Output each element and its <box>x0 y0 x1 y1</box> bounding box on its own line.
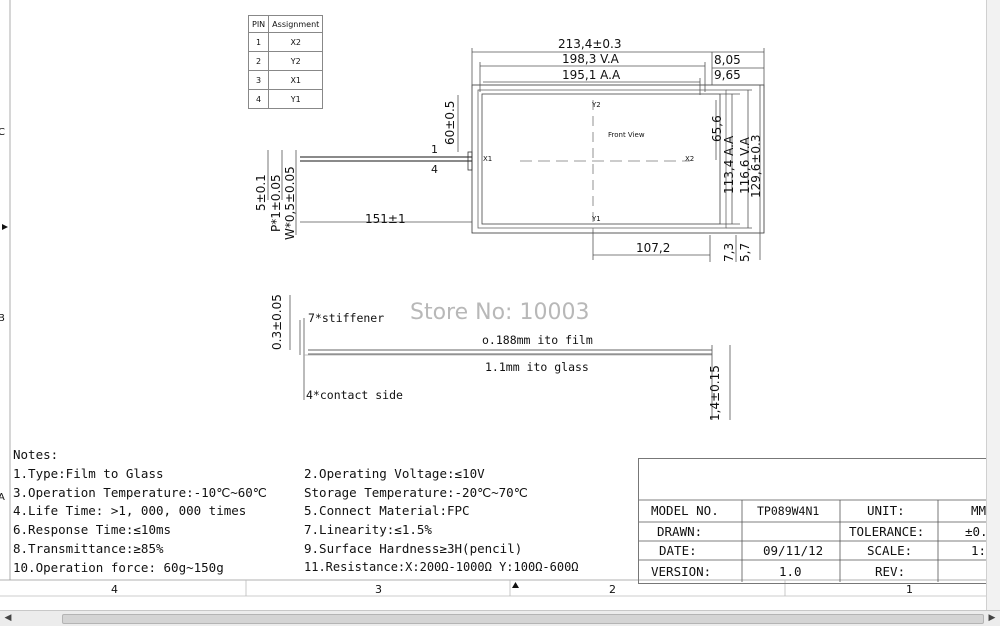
note-item: 5.Connect Material:FPC <box>304 503 470 518</box>
date-label: DATE: <box>659 543 697 558</box>
zone-label-bottom: 2 <box>609 583 616 596</box>
dim-fpc-height: 60±0.5 <box>443 100 457 145</box>
dim-fpc-width: 5±0.1 <box>254 174 268 211</box>
zone-label-bottom: 3 <box>375 583 382 596</box>
zone-label-left: C <box>0 127 5 138</box>
pin1-label: 1 <box>431 143 438 156</box>
horizontal-scrollbar[interactable]: ◀ ▶ <box>0 610 1000 626</box>
dim-pin-width: W*0,5±0.05 <box>283 166 297 240</box>
model-label: MODEL NO. <box>651 503 719 518</box>
pin-signal: Y2 <box>268 51 324 71</box>
title-row-date: DATE: 09/11/12 SCALE: 1: <box>639 542 989 560</box>
dim-overall-width: 213,4±0.3 <box>558 37 622 51</box>
zone-arrow-marker <box>512 582 519 588</box>
tolerance-value: ±0. <box>965 524 988 539</box>
film-label: o.188mm ito film <box>482 333 593 347</box>
dim-right-offset-2: 9,65 <box>714 68 741 82</box>
pin4-label: 4 <box>431 163 438 176</box>
contact-side-label: 4*contact side <box>306 388 403 402</box>
dim-bottom-offset-1: 7,3 <box>722 242 736 262</box>
version-value: 1.0 <box>779 564 802 579</box>
scale-value: 1: <box>971 543 987 558</box>
note-item: 7.Linearity:≤1.5% <box>304 522 432 537</box>
zone-label-bottom: 1 <box>906 583 913 596</box>
title-row-drawn: DRAWN: TOLERANCE: ±0. <box>639 523 989 541</box>
zone-label-left: A <box>0 492 5 503</box>
x1-label: X1 <box>483 155 493 163</box>
drawn-label: DRAWN: <box>657 524 703 539</box>
front-view-label: Front View <box>608 131 645 139</box>
pin-assignment-table: PIN Assignment 1 X2 2 Y2 3 X1 4 Y1 <box>247 15 324 109</box>
store-watermark: Store No: 10003 <box>410 300 590 325</box>
note-item: 1.Type:Film to Glass <box>13 466 164 481</box>
scroll-left-icon[interactable]: ◀ <box>4 613 12 623</box>
date-value: 09/11/12 <box>763 543 824 558</box>
note-item: 11.Resistance:X:200Ω-1000Ω Y:100Ω-600Ω <box>304 560 579 574</box>
note-item: 4.Life Time: >1, 000, 000 times <box>13 503 247 518</box>
notes-heading: Notes: <box>13 447 59 462</box>
title-row-model: MODEL NO. TP089W4N1 UNIT: MM <box>639 502 989 520</box>
rev-label: REV: <box>875 564 906 579</box>
note-item: 3.Operation Temperature:-10℃~60℃ <box>13 485 267 500</box>
pin-number: 4 <box>247 89 270 109</box>
stiffener-label: 7*stiffener <box>308 311 385 325</box>
dim-right-offset-1: 8,05 <box>714 53 741 67</box>
stiffener-thickness-label: 0.3±0.05 <box>270 294 284 350</box>
table-row: 4 Y1 <box>247 89 324 109</box>
dim-top-offset: 65,6 <box>710 115 724 142</box>
note-item: Storage Temperature:-20℃~70℃ <box>304 485 528 500</box>
pin-header: PIN <box>247 15 270 33</box>
scale-label: SCALE: <box>867 543 913 558</box>
dim-pitch: P*1±0.05 <box>269 174 283 232</box>
note-item: 2.Operating Voltage:≤10V <box>304 466 485 481</box>
dim-va-width: 198,3 V.A <box>562 52 619 66</box>
total-thickness-label: 1,4±0.15 <box>708 365 722 421</box>
note-item: 10.Operation force: 60g~150g <box>13 560 224 575</box>
pin-number: 3 <box>247 70 270 90</box>
dim-overall-height: 129,6±0.3 <box>749 134 763 199</box>
dim-center-offset: 107,2 <box>636 241 671 255</box>
scroll-right-icon[interactable]: ▶ <box>988 613 996 623</box>
dim-fpc-length: 151±1 <box>365 212 406 226</box>
title-block: MODEL NO. TP089W4N1 UNIT: MM DRAWN: TOLE… <box>638 458 989 584</box>
pin-signal: X1 <box>268 70 324 90</box>
zone-label-bottom: 4 <box>111 583 118 596</box>
zone-label-left: B <box>0 313 5 324</box>
assignment-header: Assignment <box>268 15 324 33</box>
scrollbar-thumb[interactable] <box>62 614 984 624</box>
table-row: 3 X1 <box>247 70 324 90</box>
model-value: TP089W4N1 <box>757 504 820 518</box>
dim-aa-height: 113,4 A.A <box>722 135 736 194</box>
pin-number: 1 <box>247 32 270 52</box>
glass-label: 1.1mm ito glass <box>485 360 589 374</box>
note-item: 8.Transmittance:≥85% <box>13 541 164 556</box>
y2-label: Y2 <box>592 101 601 109</box>
dim-bottom-offset-2: 5,7 <box>738 242 752 262</box>
version-label: VERSION: <box>651 564 712 579</box>
y1-label: Y1 <box>592 215 601 223</box>
table-row: 2 Y2 <box>247 51 324 71</box>
title-row-version: VERSION: 1.0 REV: <box>639 563 989 581</box>
dim-aa-width: 195,1 A.A <box>562 68 621 82</box>
x2-label: X2 <box>685 155 695 163</box>
unit-value: MM <box>971 503 987 518</box>
pin-signal: Y1 <box>268 89 324 109</box>
note-item: 9.Surface Hardness≥3H(pencil) <box>304 541 523 556</box>
pin-number: 2 <box>247 51 270 71</box>
tolerance-label: TOLERANCE: <box>849 524 925 539</box>
table-row: 1 X2 <box>247 32 324 52</box>
note-item: 6.Response Time:≤10ms <box>13 522 172 537</box>
left-zone-marker <box>2 224 8 230</box>
unit-label: UNIT: <box>867 503 905 518</box>
pin-signal: X2 <box>268 32 324 52</box>
vertical-scrollbar[interactable] <box>986 0 1000 610</box>
